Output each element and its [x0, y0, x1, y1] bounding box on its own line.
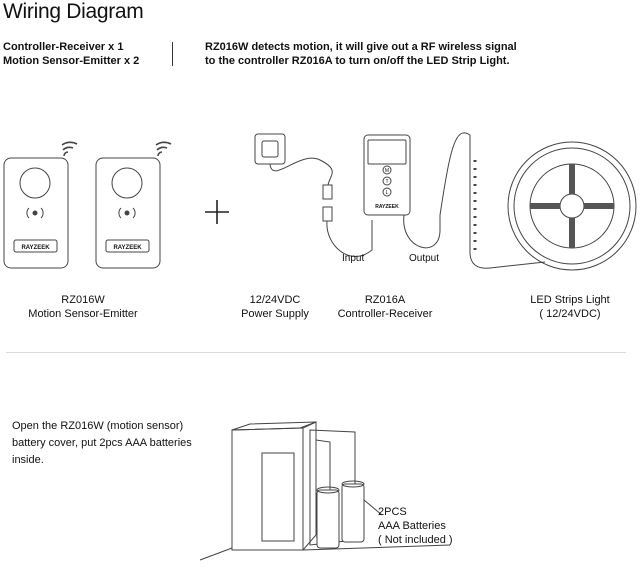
power-voltage: 12/24VDC: [249, 294, 301, 306]
controller-receiver: [363, 132, 471, 249]
input-label: Input: [342, 253, 364, 264]
battery-count: 2PCS: [378, 506, 407, 518]
strip-name: LED Strips Light: [530, 294, 610, 306]
instruction-line-1: Open the RZ016W (motion sensor): [12, 420, 184, 432]
strip-voltage: ( 12/24VDC): [539, 308, 601, 320]
power-name: Power Supply: [241, 308, 309, 320]
description-line-1: RZ016W detects motion, it will give out …: [205, 41, 517, 53]
battery-label: 2PCS AAA Batteries ( Not included ): [378, 505, 478, 547]
battery-note: ( Not included ): [378, 534, 453, 546]
motion-sensor-1: [3, 157, 69, 269]
controller-button-m: M: [385, 168, 389, 174]
wifi-icon: [155, 141, 172, 157]
controller-name: Controller-Receiver: [337, 308, 433, 320]
wifi-icon: [61, 141, 78, 157]
sensor-caption: RZ016W Motion Sensor-Emitter: [8, 293, 158, 321]
sensor-open-case: [199, 421, 451, 561]
aaa-battery-2: [341, 480, 365, 543]
battery-type: AAA Batteries: [378, 520, 446, 532]
controller-caption: RZ016A Controller-Receiver: [330, 293, 440, 321]
sensor-2-brand: RAYZEEK: [113, 245, 142, 251]
plus-icon: [205, 200, 229, 224]
kit-contents: Controller-Receiver x 1 Motion Sensor-Em…: [3, 40, 139, 68]
motion-sensor-2: [95, 157, 161, 269]
instruction-line-3: inside.: [12, 454, 44, 466]
sensor-1-brand: RAYZEEK: [21, 245, 50, 251]
section-divider: [6, 352, 626, 353]
output-label: Output: [409, 253, 439, 264]
controller-model: RZ016A: [364, 294, 406, 306]
kit-line-controller: Controller-Receiver x 1: [3, 41, 124, 53]
controller-button-l: L: [386, 190, 389, 196]
aaa-battery-1: [316, 486, 340, 549]
battery-instructions: Open the RZ016W (motion sensor) battery …: [12, 418, 212, 469]
system-description: RZ016W detects motion, it will give out …: [205, 40, 517, 68]
kit-line-sensor: Motion Sensor-Emitter x 2: [3, 55, 140, 67]
power-caption: 12/24VDC Power Supply: [220, 293, 330, 321]
led-reel: [507, 141, 637, 271]
header-divider: [172, 42, 173, 66]
battery-pointer-line: [363, 499, 383, 516]
sensor-name: Motion Sensor-Emitter: [28, 308, 138, 320]
power-supply: [254, 133, 373, 257]
sensor-model: RZ016W: [61, 294, 105, 306]
led-strip-wire: [469, 150, 546, 269]
page-title: Wiring Diagram: [3, 0, 144, 23]
strip-caption: LED Strips Light ( 12/24VDC): [510, 293, 630, 321]
plus-symbol: +: [202, 196, 232, 226]
description-line-2: to the controller RZ016A to turn on/off …: [205, 55, 510, 67]
controller-brand: RAYZEEK: [375, 204, 399, 210]
controller-button-t: T: [385, 179, 388, 185]
instruction-line-2: battery cover, put 2pcs AAA batteries: [12, 437, 192, 449]
